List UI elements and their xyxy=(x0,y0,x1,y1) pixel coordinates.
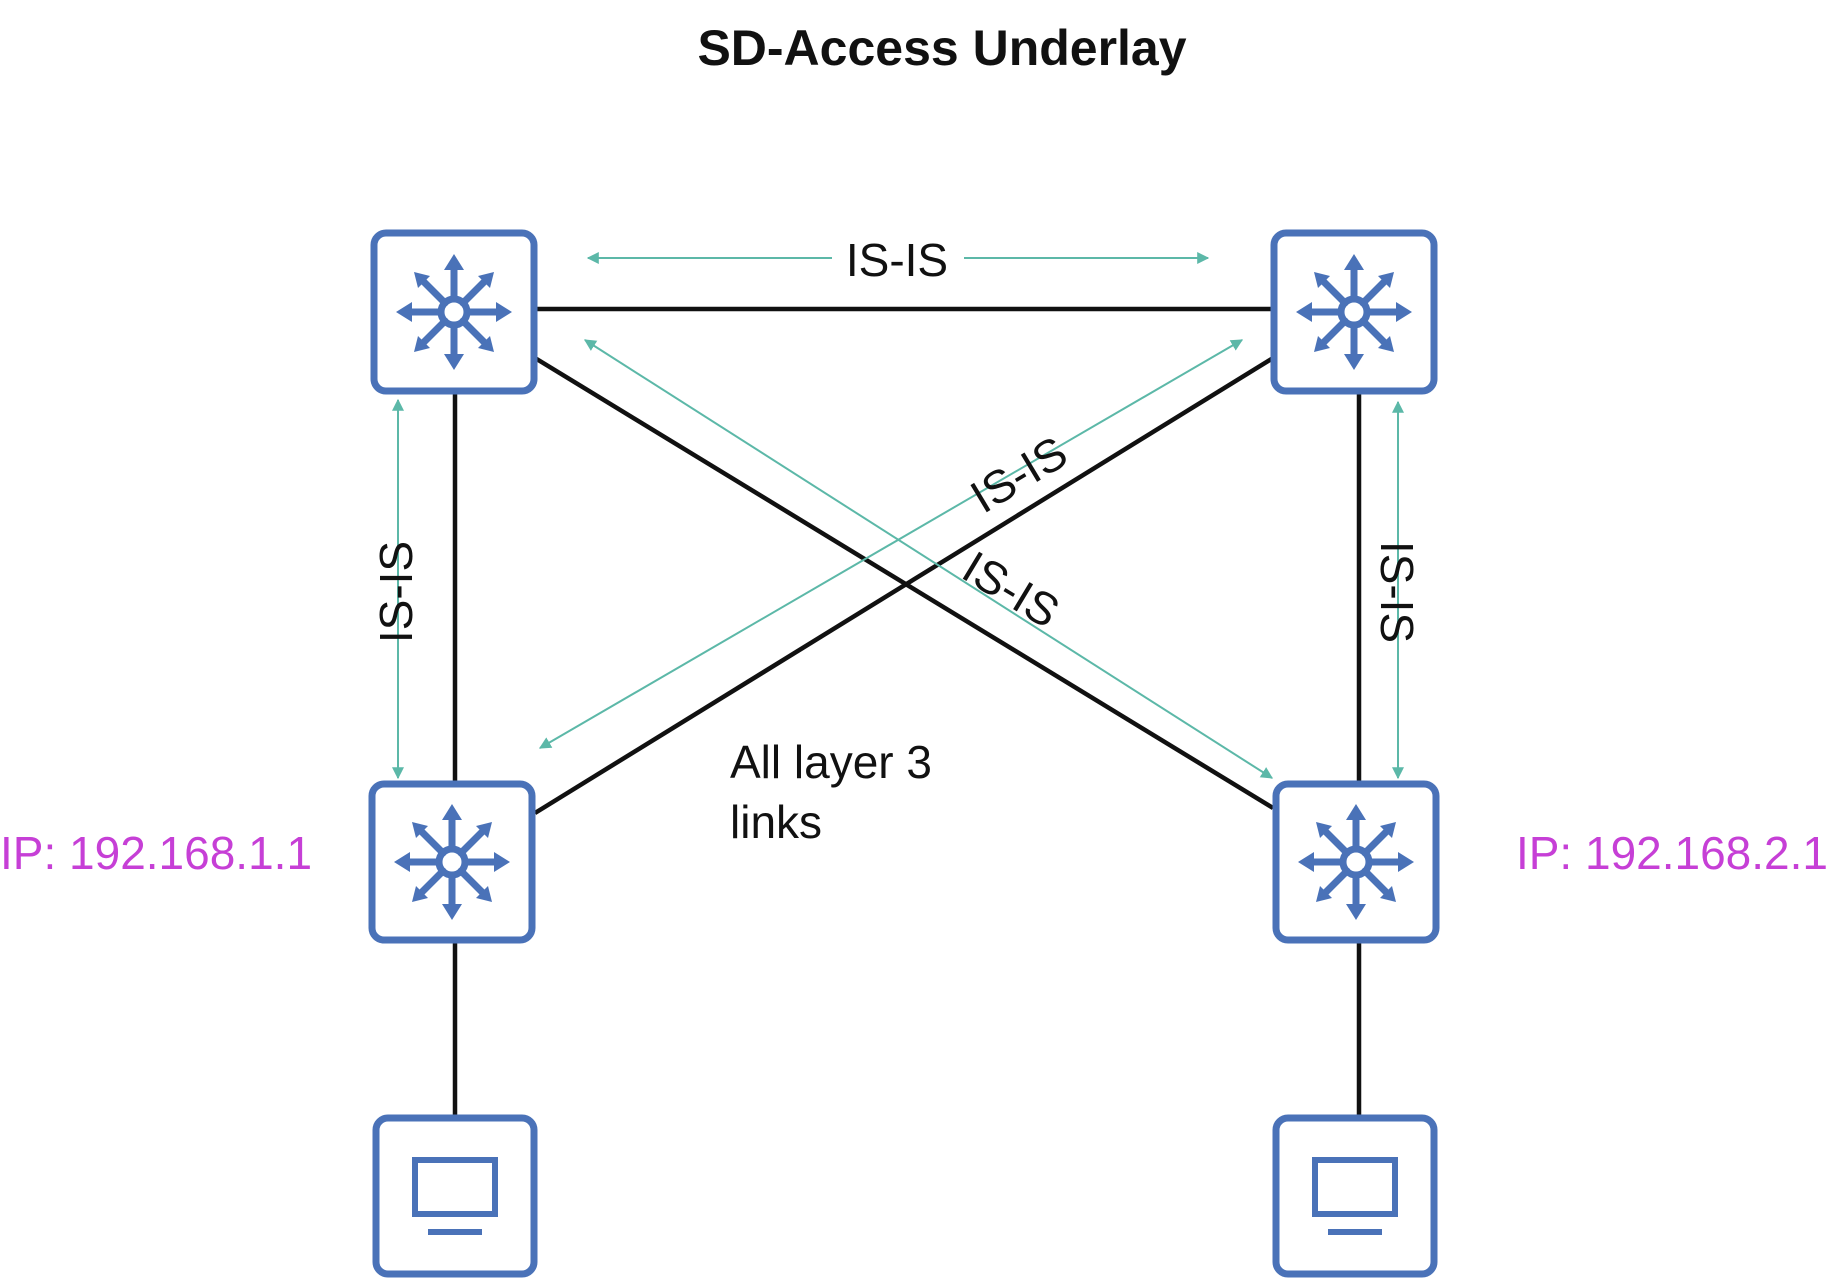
note-line-2: links xyxy=(730,796,822,848)
isis-arrow-diag-up xyxy=(538,339,1244,749)
switch-top-right-frame xyxy=(1270,229,1438,395)
switch-bottom-right-frame xyxy=(1272,780,1440,944)
pc-right-frame xyxy=(1272,1114,1438,1278)
isis-arrow-diag-down xyxy=(583,339,1274,779)
isis-label-top-bg xyxy=(832,234,964,282)
ip-label-left: IP: 192.168.1.1 xyxy=(0,827,312,879)
switch-bottom-left[interactable] xyxy=(368,780,536,944)
switch-top-left[interactable] xyxy=(370,229,538,395)
pc-right[interactable] xyxy=(1272,1114,1438,1278)
isis-arrows xyxy=(392,252,1404,780)
isis-label-diag-up: IS-IS xyxy=(962,426,1076,523)
diagram-title: SD-Access Underlay xyxy=(697,20,1186,76)
monitor-icon xyxy=(1312,1157,1398,1235)
isis-label-top: IS-IS xyxy=(846,234,948,286)
pc-left[interactable] xyxy=(372,1114,538,1278)
note-line-1: All layer 3 xyxy=(730,736,932,788)
ip-label-right: IP: 192.168.2.1 xyxy=(1516,827,1828,879)
isis-label-right: IS-IS xyxy=(1371,541,1423,643)
layer3-links xyxy=(452,306,1362,1117)
switch-top-left-frame xyxy=(370,229,538,395)
switch-bottom-left-frame xyxy=(368,780,536,944)
pc-left-frame xyxy=(372,1114,538,1278)
isis-label-left: IS-IS xyxy=(370,541,422,643)
switch-bottom-right[interactable] xyxy=(1272,780,1440,944)
switch-top-right[interactable] xyxy=(1270,229,1438,395)
monitor-icon xyxy=(412,1157,498,1235)
